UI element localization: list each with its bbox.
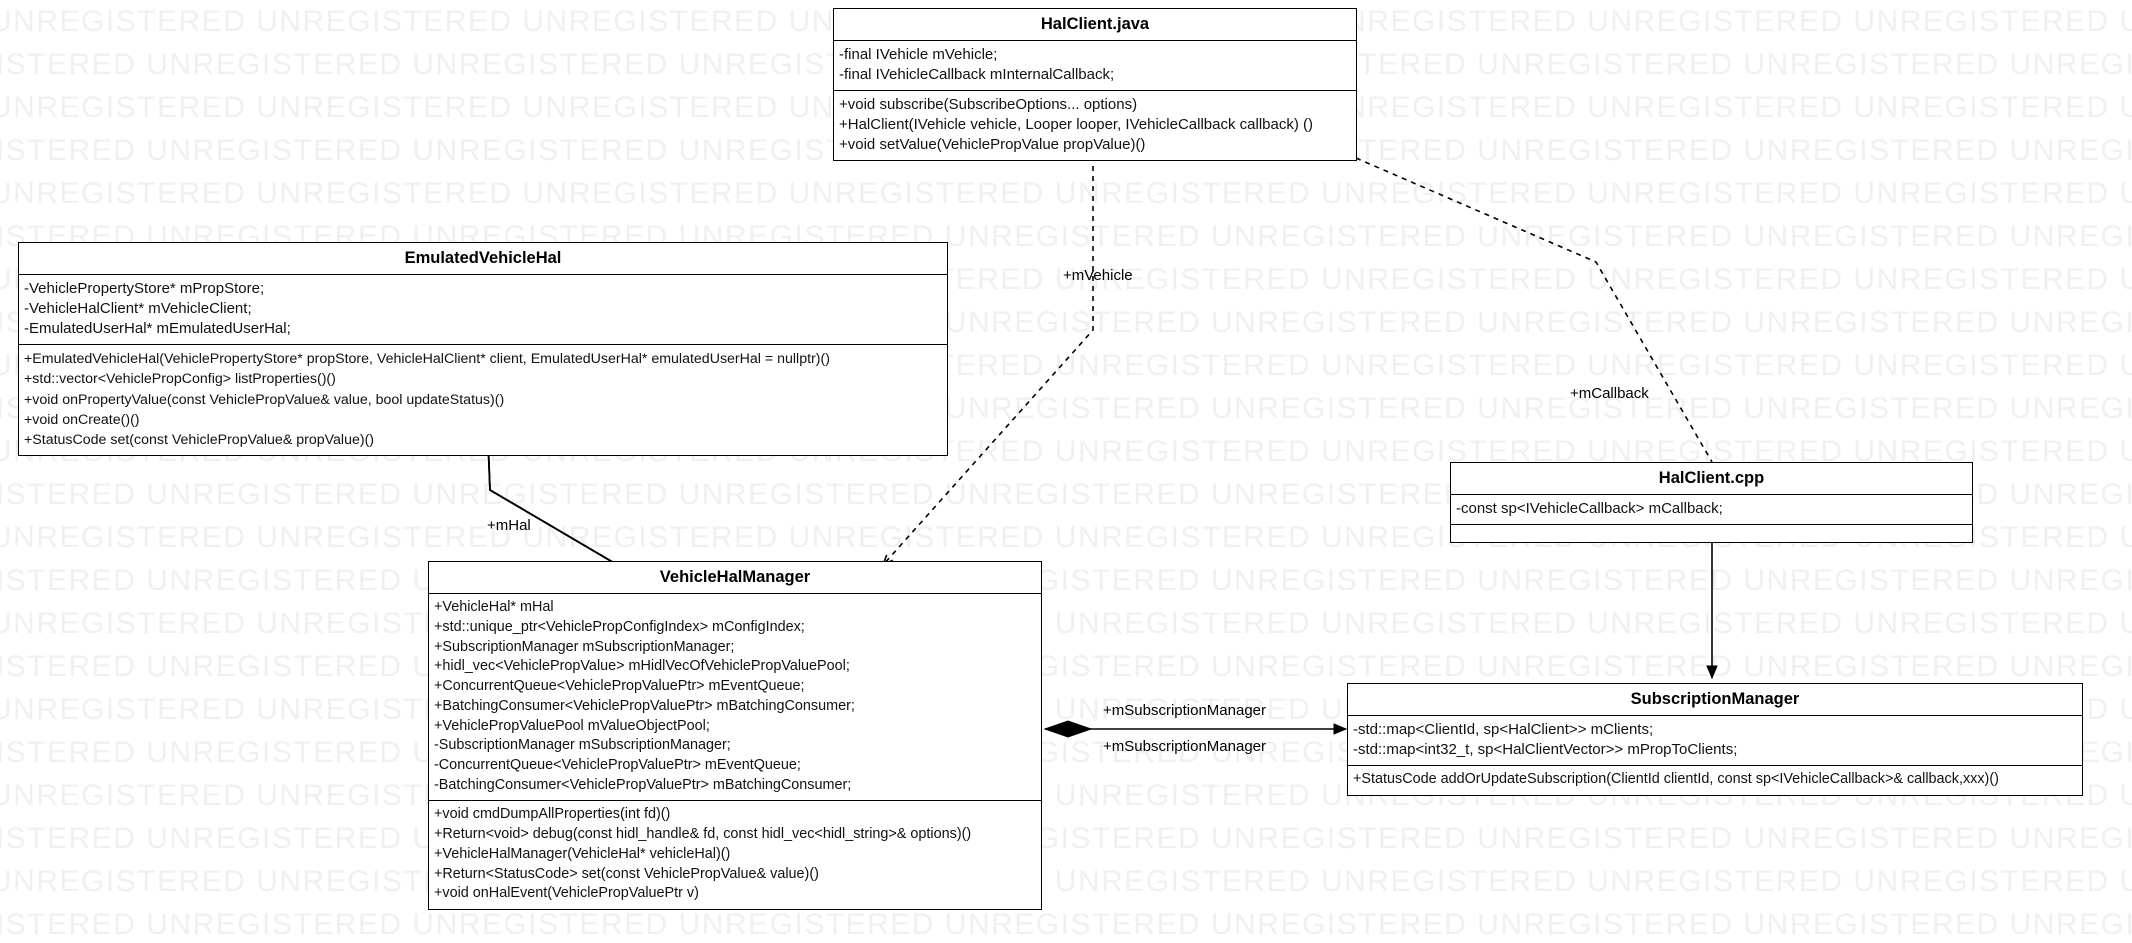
link-msubscriptionmanager	[1043, 720, 1348, 738]
class-method: +Return<StatusCode> set(const VehiclePro…	[434, 865, 819, 882]
edge-label-mcallback: +mCallback	[1570, 385, 1649, 402]
class-title: EmulatedVehicleHal	[19, 243, 947, 276]
class-method: +void onPropertyValue(const VehiclePropV…	[24, 391, 505, 408]
class-box-vehiclehalmanager[interactable]: VehicleHalManager +VehicleHal* mHal +std…	[428, 561, 1042, 911]
attributes-compartment: +VehicleHal* mHal +std::unique_ptr<Vehic…	[429, 594, 1041, 802]
class-method: +void onCreate()()	[24, 411, 140, 428]
class-attribute: -final IVehicleCallback mInternalCallbac…	[839, 66, 1115, 84]
class-attribute: +ConcurrentQueue<VehiclePropValuePtr> mE…	[434, 678, 805, 695]
class-title: HalClient.cpp	[1451, 463, 1972, 496]
class-method: +StatusCode addOrUpdateSubscription(Clie…	[1353, 771, 1999, 788]
class-method: +void setValue(VehiclePropValue propValu…	[839, 135, 1146, 153]
class-method: +StatusCode set(const VehiclePropValue& …	[24, 432, 375, 449]
class-method: +void onHalEvent(VehiclePropValuePtr v)	[434, 885, 699, 902]
watermark-row: UNREGISTERED UNREGISTERED UNREGISTERED U…	[0, 822, 2132, 855]
class-attribute: -ConcurrentQueue<VehiclePropValuePtr> mE…	[434, 757, 801, 774]
methods-compartment	[1451, 525, 1972, 542]
class-method: +Return<void> debug(const hidl_handle& f…	[434, 826, 972, 843]
class-method: +void subscribe(SubscribeOptions... opti…	[839, 96, 1138, 114]
class-method: +HalClient(IVehicle vehicle, Looper loop…	[839, 115, 1313, 133]
class-method: +std::vector<VehiclePropConfig> listProp…	[24, 371, 336, 388]
class-box-emulatedvehiclehal[interactable]: EmulatedVehicleHal -VehiclePropertyStore…	[18, 242, 948, 457]
class-attribute: -final IVehicle mVehicle;	[839, 46, 998, 64]
class-title: SubscriptionManager	[1348, 684, 2082, 717]
class-attribute: -std::map<ClientId, sp<HalClient>> mClie…	[1353, 721, 1654, 739]
class-method: +EmulatedVehicleHal(VehiclePropertyStore…	[24, 350, 830, 367]
methods-compartment: +EmulatedVehicleHal(VehiclePropertyStore…	[19, 345, 947, 455]
class-method: +VehicleHalManager(VehicleHal* vehicleHa…	[434, 845, 731, 862]
class-attribute: +SubscriptionManager mSubscriptionManage…	[434, 638, 735, 655]
class-attribute: +std::unique_ptr<VehiclePropConfigIndex>…	[434, 618, 805, 635]
methods-compartment: +void subscribe(SubscribeOptions... opti…	[834, 91, 1356, 160]
watermark-row: UNREGISTERED UNREGISTERED UNREGISTERED U…	[0, 908, 2132, 941]
edge-label-msubscriptionmanager-top: +mSubscriptionManager	[1103, 702, 1267, 719]
class-attribute: +BatchingConsumer<VehiclePropValuePtr> m…	[434, 697, 855, 714]
class-box-subscriptionmanager[interactable]: SubscriptionManager -std::map<ClientId, …	[1347, 683, 2083, 796]
methods-compartment: +StatusCode addOrUpdateSubscription(Clie…	[1348, 766, 2082, 795]
edge-label-mhal: +mHal	[487, 517, 531, 534]
attributes-compartment: -VehiclePropertyStore* mPropStore; -Vehi…	[19, 275, 947, 345]
class-box-halclient-cpp[interactable]: HalClient.cpp -const sp<IVehicleCallback…	[1450, 462, 1973, 544]
class-attribute: -BatchingConsumer<VehiclePropValuePtr> m…	[434, 776, 852, 793]
edge-label-msubscriptionmanager-bottom: +mSubscriptionManager	[1103, 738, 1267, 755]
attributes-compartment: -final IVehicle mVehicle; -final IVehicl…	[834, 41, 1356, 92]
watermark-row: UNREGISTERED UNREGISTERED UNREGISTERED U…	[0, 607, 2132, 640]
watermark-row: UNREGISTERED UNREGISTERED UNREGISTERED U…	[0, 564, 2132, 597]
attributes-compartment: -const sp<IVehicleCallback> mCallback;	[1451, 495, 1972, 526]
class-attribute: +VehicleHal* mHal	[434, 599, 554, 616]
class-attribute: -std::map<int32_t, sp<HalClientVector>> …	[1353, 741, 1738, 759]
class-attribute: +VehiclePropValuePool mValueObjectPool;	[434, 717, 710, 734]
watermark-row: UNREGISTERED UNREGISTERED UNREGISTERED U…	[0, 650, 2132, 683]
edge-label-mvehicle: +mVehicle	[1063, 267, 1133, 284]
methods-compartment: +void cmdDumpAllProperties(int fd)() +Re…	[429, 801, 1041, 909]
attributes-compartment: -std::map<ClientId, sp<HalClient>> mClie…	[1348, 716, 2082, 767]
class-title: VehicleHalManager	[429, 562, 1041, 595]
class-box-halclient-java[interactable]: HalClient.java -final IVehicle mVehicle;…	[833, 8, 1357, 161]
class-attribute: -VehiclePropertyStore* mPropStore;	[24, 280, 265, 298]
class-method: +void cmdDumpAllProperties(int fd)()	[434, 806, 671, 823]
class-attribute: +hidl_vec<VehiclePropValue> mHidlVecOfVe…	[434, 658, 850, 675]
watermark-row: UNREGISTERED UNREGISTERED UNREGISTERED U…	[0, 177, 2132, 210]
class-attribute: -const sp<IVehicleCallback> mCallback;	[1456, 500, 1723, 518]
watermark-row: UNREGISTERED UNREGISTERED UNREGISTERED U…	[0, 865, 2132, 898]
class-attribute: -EmulatedUserHal* mEmulatedUserHal;	[24, 320, 291, 338]
class-attribute: -SubscriptionManager mSubscriptionManage…	[434, 737, 731, 754]
link-mcallback	[1355, 157, 1713, 463]
class-title: HalClient.java	[834, 9, 1356, 42]
class-attribute: -VehicleHalClient* mVehicleClient;	[24, 300, 252, 318]
